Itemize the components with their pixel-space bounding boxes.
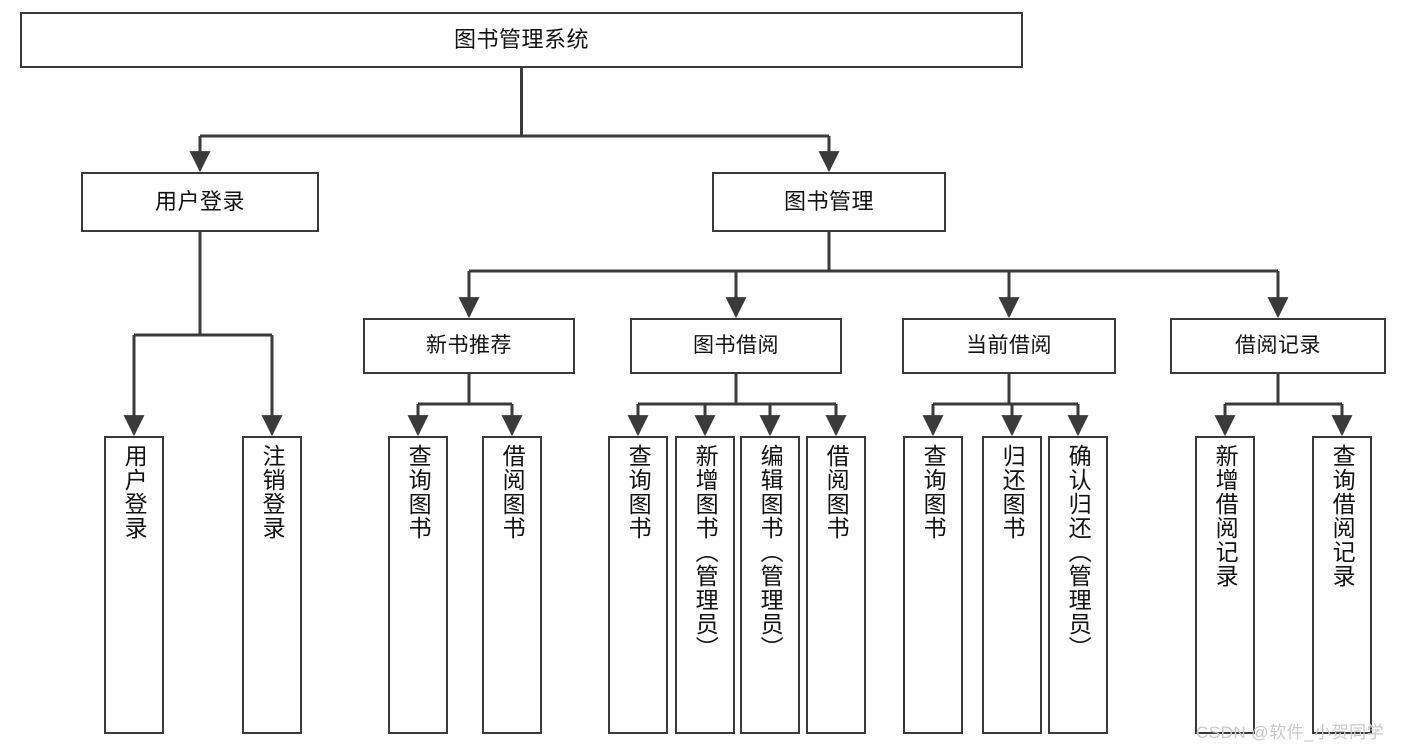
node-user-login[interactable]: 用户登录 xyxy=(81,172,319,232)
node-current-borrow[interactable]: 当前借阅 xyxy=(902,318,1116,374)
node-leaf-edit-book-label: 编辑图书（管理员） xyxy=(757,444,784,660)
node-leaf-add-record[interactable]: 新增借阅记录 xyxy=(1195,436,1255,734)
node-leaf-query-book-2-label: 查询图书 xyxy=(625,444,652,540)
node-leaf-confirm-return[interactable]: 确认归还（管理员） xyxy=(1048,436,1108,734)
node-leaf-borrow-book-1[interactable]: 借阅图书 xyxy=(482,436,542,734)
node-user-login-label: 用户登录 xyxy=(154,189,245,215)
node-new-book-recommend-label: 新书推荐 xyxy=(426,333,512,357)
node-leaf-logout-login[interactable]: 注销登录 xyxy=(242,436,302,734)
node-borrow-record[interactable]: 借阅记录 xyxy=(1170,318,1386,374)
node-leaf-edit-book[interactable]: 编辑图书（管理员） xyxy=(740,436,800,734)
csdn-watermark: CSDN @软件_小贺同学 xyxy=(1196,723,1385,742)
node-book-management-label: 图书管理 xyxy=(783,189,874,215)
node-leaf-add-book-label: 新增图书（管理员） xyxy=(692,444,719,660)
node-root-label: 图书管理系统 xyxy=(453,27,589,53)
node-leaf-return-book[interactable]: 归还图书 xyxy=(982,436,1042,734)
node-leaf-query-book-1-label: 查询图书 xyxy=(405,444,432,540)
node-leaf-return-book-label: 归还图书 xyxy=(999,444,1026,540)
node-leaf-add-book[interactable]: 新增图书（管理员） xyxy=(675,436,735,734)
node-leaf-query-record[interactable]: 查询借阅记录 xyxy=(1312,436,1372,734)
node-leaf-user-login[interactable]: 用户登录 xyxy=(104,436,164,734)
node-leaf-add-record-label: 新增借阅记录 xyxy=(1212,444,1239,588)
node-borrow-record-label: 借阅记录 xyxy=(1235,333,1321,357)
node-new-book-recommend[interactable]: 新书推荐 xyxy=(363,318,575,374)
node-current-borrow-label: 当前借阅 xyxy=(966,333,1052,357)
node-leaf-borrow-book-1-label: 借阅图书 xyxy=(499,444,526,540)
node-book-management[interactable]: 图书管理 xyxy=(712,172,946,232)
node-leaf-query-book-3[interactable]: 查询图书 xyxy=(903,436,963,734)
node-book-borrow-label: 图书借阅 xyxy=(693,333,779,357)
node-leaf-borrow-book-2[interactable]: 借阅图书 xyxy=(806,436,866,734)
node-leaf-user-login-label: 用户登录 xyxy=(121,444,148,540)
node-leaf-query-record-label: 查询借阅记录 xyxy=(1329,444,1356,588)
node-book-borrow[interactable]: 图书借阅 xyxy=(630,318,842,374)
node-leaf-query-book-2[interactable]: 查询图书 xyxy=(608,436,668,734)
node-leaf-logout-login-label: 注销登录 xyxy=(259,444,286,540)
node-leaf-confirm-return-label: 确认归还（管理员） xyxy=(1065,444,1092,660)
node-leaf-borrow-book-2-label: 借阅图书 xyxy=(823,444,850,540)
node-leaf-query-book-3-label: 查询图书 xyxy=(920,444,947,540)
node-root[interactable]: 图书管理系统 xyxy=(20,12,1023,68)
node-leaf-query-book-1[interactable]: 查询图书 xyxy=(388,436,448,734)
